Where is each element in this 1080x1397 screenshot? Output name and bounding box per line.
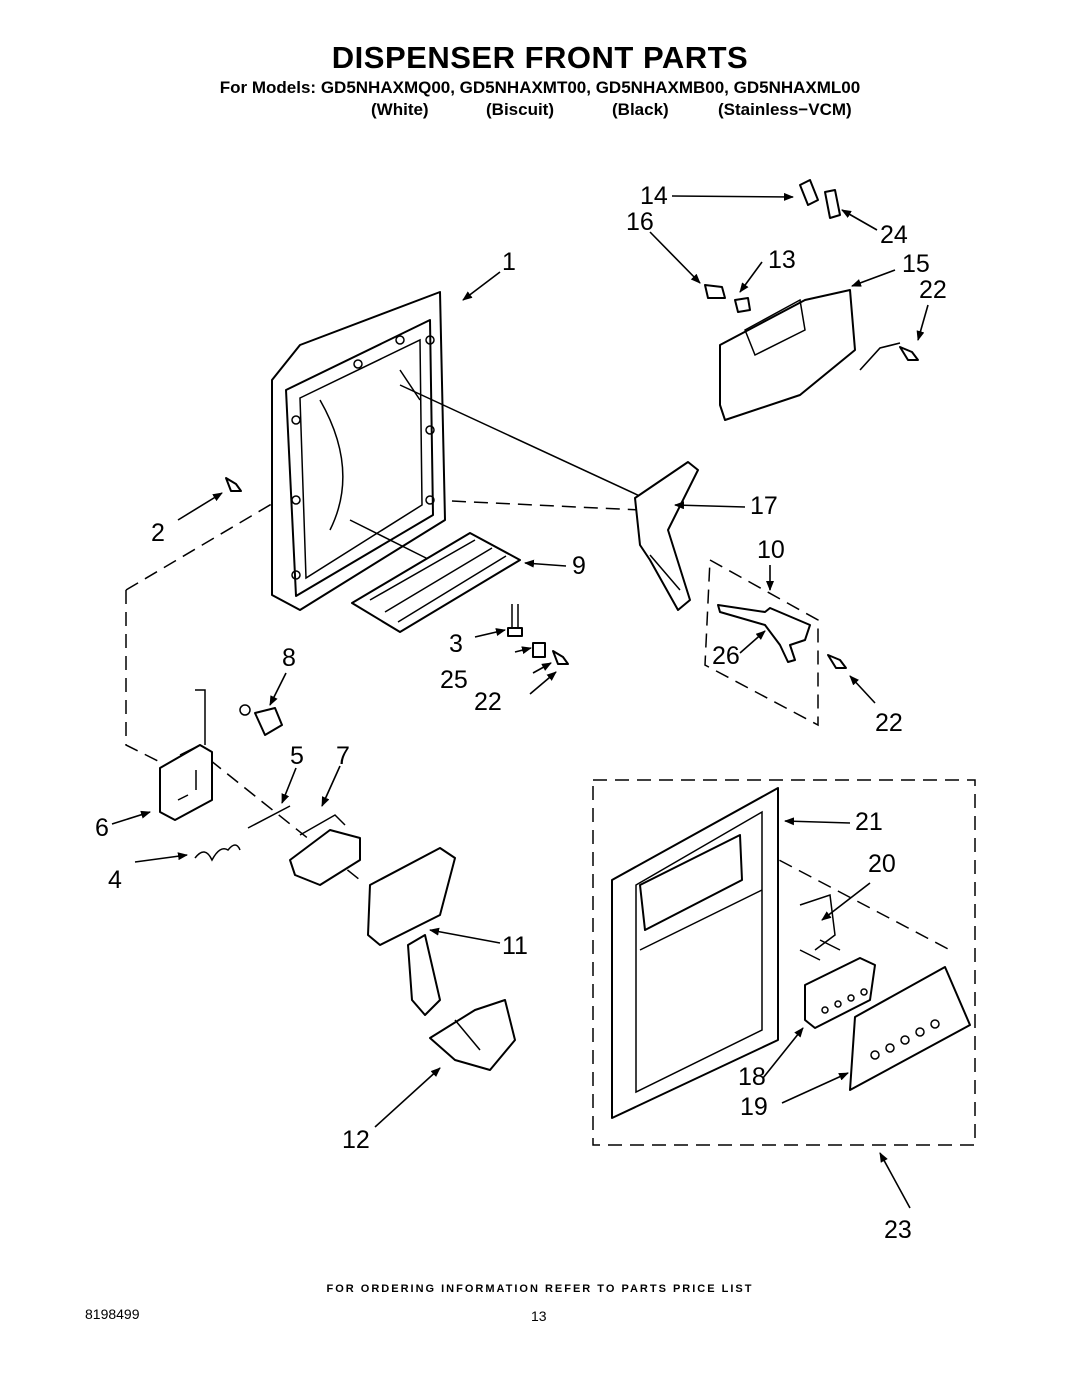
callout-2: 2 (151, 519, 165, 547)
callout-23: 23 (884, 1216, 912, 1244)
models-line: For Models: GD5NHAXMQ00, GD5NHAXMT00, GD… (219, 78, 861, 97)
screw-icon (225, 346, 919, 669)
drip-tray (351, 532, 521, 633)
callout-21: 21 (855, 808, 883, 836)
callout-22: 22 (474, 688, 502, 716)
color-biscuit: (Biscuit) (486, 100, 554, 119)
solenoid (239, 704, 283, 736)
callout-11: 11 (502, 932, 528, 960)
callout-4: 4 (108, 866, 122, 894)
callout-22: 22 (875, 709, 903, 737)
callout-20: 20 (868, 850, 896, 878)
callout-19: 19 (740, 1093, 768, 1121)
callout-5: 5 (290, 742, 304, 770)
color-stainless: (Stainless−VCM) (718, 100, 852, 119)
wire-harness (799, 893, 841, 961)
dispenser-bezel (611, 787, 779, 1119)
spring-clip (507, 604, 546, 658)
chute-door (367, 847, 456, 1016)
callout-1: 1 (502, 248, 516, 276)
ice-funnel (429, 999, 516, 1071)
callout-25: 25 (440, 666, 468, 694)
callout-18: 18 (738, 1063, 766, 1091)
callout-10: 10 (757, 536, 785, 564)
callout-3: 3 (449, 630, 463, 658)
ordering-info-footer: FOR ORDERING INFORMATION REFER TO PARTS … (326, 1283, 754, 1295)
callout-9: 9 (572, 552, 586, 580)
control-panel-overlay (849, 966, 971, 1091)
color-black: (Black) (612, 100, 669, 119)
light-bracket-assembly (704, 179, 856, 421)
callout-24: 24 (880, 221, 908, 249)
color-white: (White) (371, 100, 429, 119)
page-title: DISPENSER FRONT PARTS (331, 40, 749, 75)
pivot-pin (247, 805, 291, 829)
callout-13: 13 (768, 246, 796, 274)
callout-26: 26 (712, 642, 740, 670)
torsion-spring (194, 844, 241, 862)
actuator-lever (634, 461, 699, 611)
ice-actuator (289, 814, 361, 886)
callout-14: 14 (640, 182, 668, 210)
callout-16: 16 (626, 208, 654, 236)
switch-assembly (717, 604, 811, 663)
callout-7: 7 (336, 742, 350, 770)
callout-15: 15 (902, 250, 930, 278)
dispenser-housing (271, 291, 671, 611)
leader-lines (111, 192, 929, 1209)
control-board (804, 957, 876, 1029)
callout-22: 22 (919, 276, 947, 304)
motor-module (159, 689, 213, 821)
callout-6: 6 (95, 814, 109, 842)
callout-12: 12 (342, 1126, 370, 1154)
document-number: 8198499 (85, 1306, 140, 1322)
page-number: 13 (531, 1308, 547, 1324)
callout-17: 17 (750, 492, 778, 520)
assembly-dashed-lines (125, 439, 976, 1146)
callout-8: 8 (282, 644, 296, 672)
